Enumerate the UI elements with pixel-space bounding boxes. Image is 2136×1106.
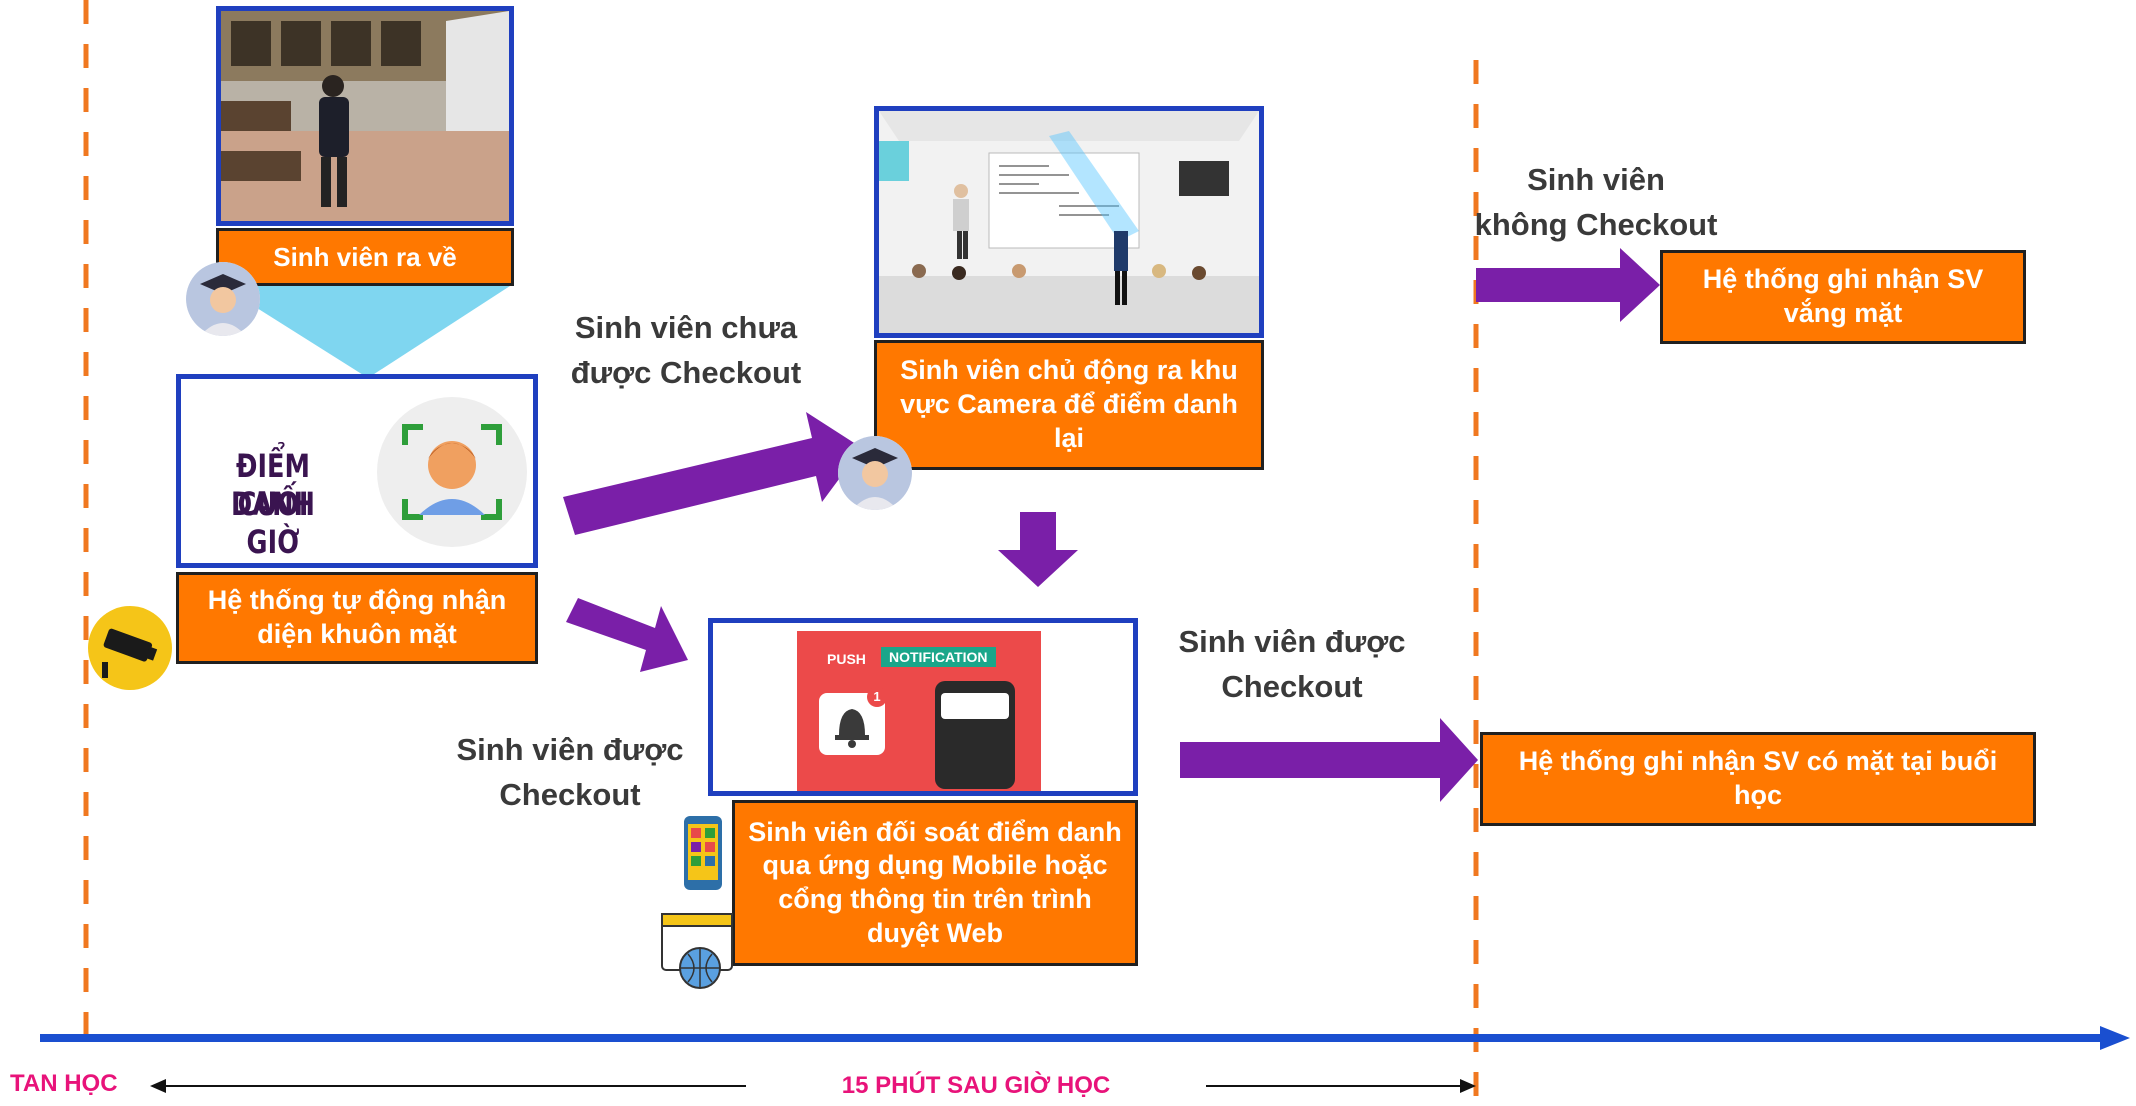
- web-browser-icon: [660, 912, 734, 992]
- mobile-app-icon: [680, 816, 726, 892]
- label-checked-out-left: Sinh viên được Checkout: [440, 728, 700, 818]
- label-line: được Checkout: [570, 354, 802, 390]
- box-mobile-web: Sinh viên đối soát điểm danh qua ứng dụn…: [732, 800, 1138, 966]
- cctv-camera-icon: [88, 606, 172, 690]
- timeline-center-label: 15 PHÚT SAU GIỜ HỌC: [841, 1072, 1111, 1099]
- label-line: Checkout: [499, 776, 641, 812]
- classroom-camera-photo: [874, 106, 1264, 338]
- phone-icon: [935, 681, 1015, 789]
- box-present: Hệ thống ghi nhận SV có mặt tại buổi học: [1480, 732, 2036, 826]
- label-line: Sinh viên chưa: [574, 310, 798, 345]
- push-label: PUSH: [827, 651, 866, 667]
- panel-title-line2: CUỐI GIỜ: [237, 485, 309, 561]
- box-student-leaves: Sinh viên ra về: [216, 228, 514, 286]
- label-line: Sinh viên: [1527, 162, 1665, 197]
- student-leaving-photo: [216, 6, 514, 226]
- label-no-checkout: Sinh viên không Checkout: [1466, 158, 1726, 248]
- badge-count: 1: [867, 687, 887, 707]
- label-line: Checkout: [1221, 668, 1363, 704]
- timeline-left-label: TAN HỌC: [10, 1070, 118, 1097]
- label-not-checked-out: Sinh viên chưa được Checkout: [556, 306, 816, 396]
- box-absent: Hệ thống ghi nhận SV vắng mặt: [1660, 250, 2026, 344]
- label-checked-out-right: Sinh viên được Checkout: [1162, 620, 1422, 710]
- panel-title-line1: ĐIỂM DANH: [231, 447, 315, 523]
- phone-message-bubble: [941, 693, 1009, 719]
- notification-panel: PUSH NOTIFICATION 1: [708, 618, 1138, 796]
- label-line: Sinh viên được: [456, 732, 684, 767]
- face-scan-icon: [377, 397, 527, 547]
- bell-icon: 1: [819, 687, 887, 755]
- notification-image: PUSH NOTIFICATION 1: [797, 631, 1041, 791]
- notification-label: NOTIFICATION: [881, 647, 996, 667]
- label-line: Sinh viên được: [1178, 624, 1406, 659]
- box-auto-face: Hệ thống tự động nhận diện khuôn mặt: [176, 572, 538, 664]
- box-camera-recheck: Sinh viên chủ động ra khu vực Camera để …: [874, 340, 1264, 470]
- label-line: không Checkout: [1474, 206, 1718, 242]
- face-recognition-panel: ĐIỂM DANH CUỐI GIỜ: [176, 374, 538, 568]
- graduate-avatar-icon: [186, 262, 260, 336]
- graduate-avatar-icon: [838, 436, 912, 510]
